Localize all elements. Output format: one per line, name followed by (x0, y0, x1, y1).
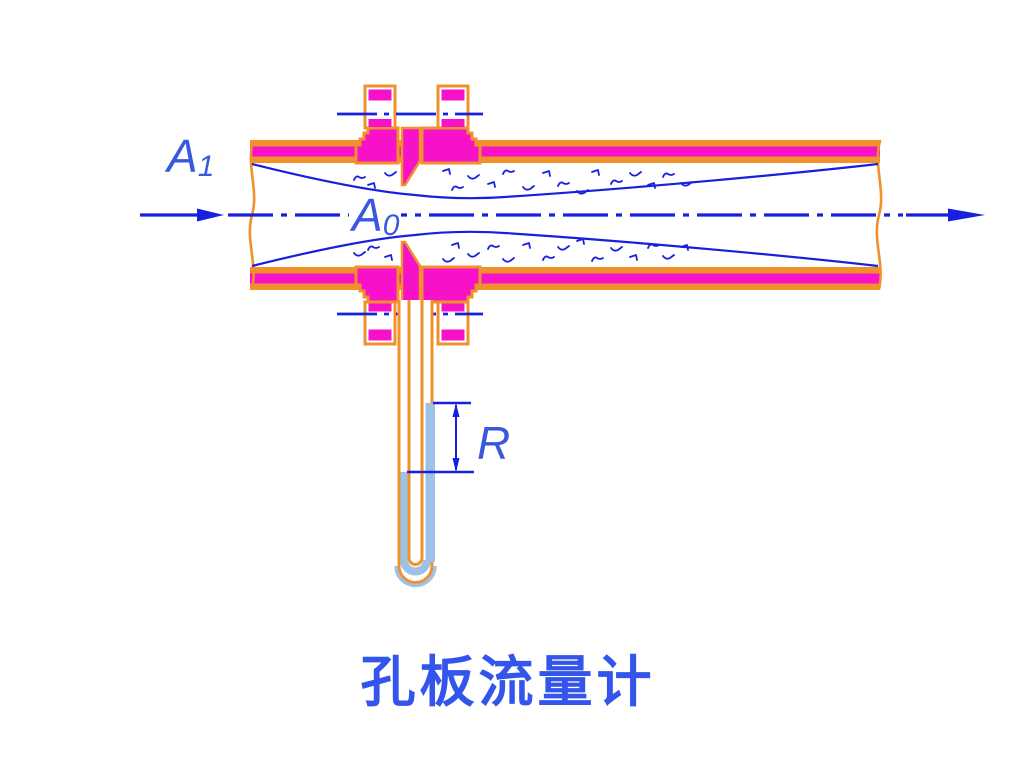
manometer (394, 300, 474, 588)
r-arrow-up-icon (452, 403, 460, 417)
bottom-right-bolt (436, 300, 470, 346)
u-tube-left-outer-wall (397, 300, 434, 584)
r-arrow-down-icon (452, 458, 460, 472)
top-right-bolt (436, 84, 470, 130)
bottom-left-flange-hub (354, 265, 400, 304)
u-tube-island-outline (407, 300, 424, 566)
u-tube-inner-island (407, 300, 424, 566)
manometer-fluid-bend (400, 559, 431, 576)
bottom-right-flange-hub (420, 265, 482, 304)
flange-assembly (354, 84, 482, 346)
diagram-title: 孔板流量计 (360, 651, 655, 713)
top-left-flange-hub (354, 126, 400, 165)
r-dimension (407, 401, 474, 474)
pipe-top-wall-core (250, 146, 880, 157)
orifice-plate (400, 126, 422, 304)
area-labels: A1 A0 R (164, 130, 510, 469)
top-right-flange-hub (420, 126, 482, 165)
orifice-plate-lower (400, 240, 422, 304)
manometer-fluid-outer-fringe (394, 565, 437, 588)
pipe-bottom-wall-core (250, 273, 880, 284)
label-a0-backdrop (349, 204, 401, 226)
manometer-fluid-right-leg (425, 403, 435, 562)
label-r: R (477, 417, 510, 469)
orifice-plate-upper (400, 126, 422, 187)
upper-flow-line (251, 162, 879, 200)
label-a0: A0 (349, 189, 400, 242)
lower-flow-line (251, 230, 879, 268)
bottom-left-bolt (363, 300, 397, 346)
flow-arrow-left-icon (197, 208, 224, 222)
label-a1: A1 (164, 130, 214, 183)
top-left-bolt (363, 84, 397, 130)
flow-lines (251, 162, 879, 268)
flow-arrow-right-icon (948, 208, 985, 222)
right-break-line (875, 139, 883, 291)
manometer-fluid-left-leg (400, 472, 408, 562)
pipe-centerline (140, 208, 985, 222)
